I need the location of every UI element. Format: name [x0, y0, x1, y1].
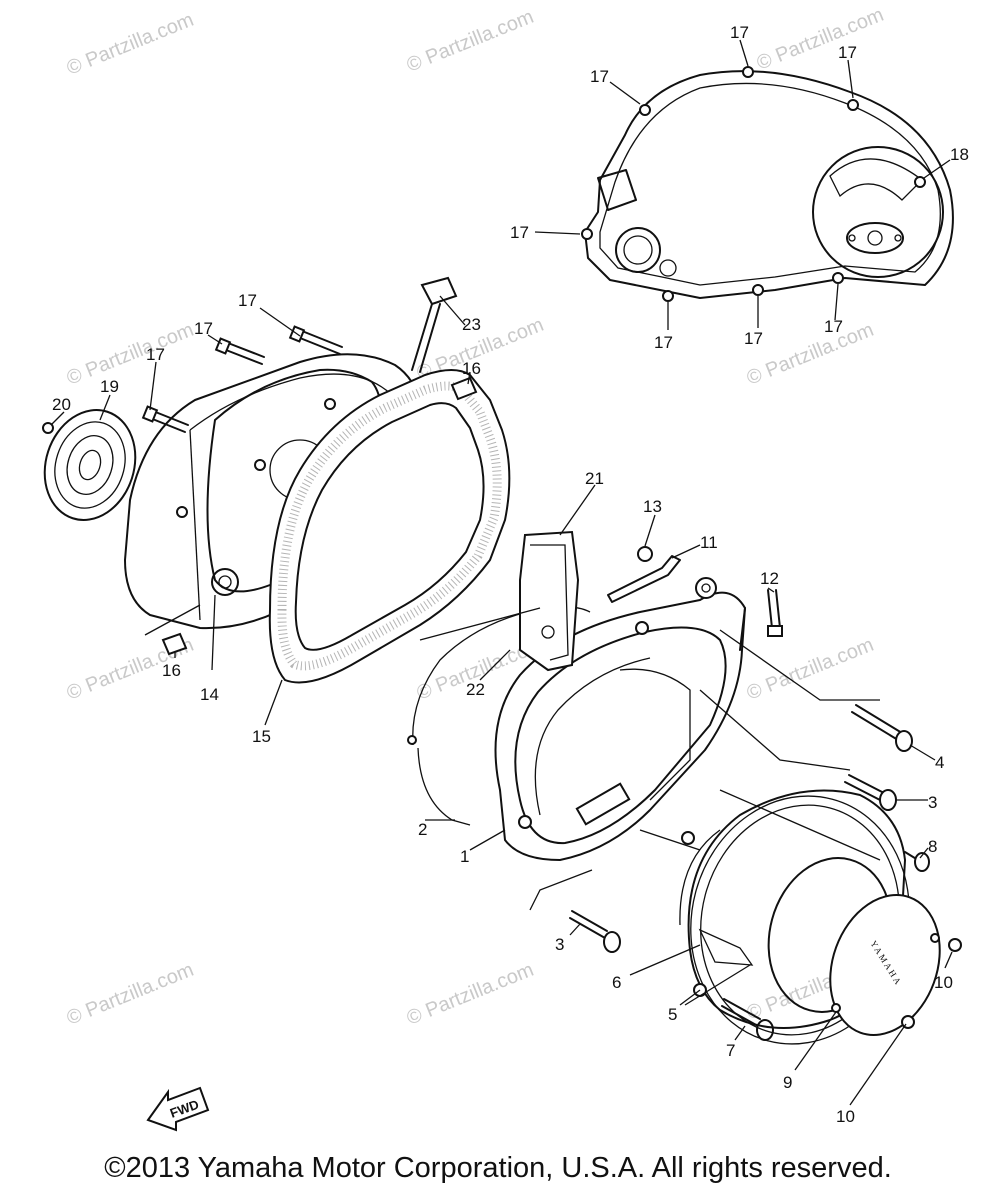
drain-plug-23 — [411, 276, 458, 373]
filler-cap-19 — [43, 409, 137, 521]
fwd-direction-arrow: FWD — [146, 1086, 210, 1132]
callout-7: 7 — [726, 1041, 735, 1060]
copyright-notice: ©2013 Yamaha Motor Corporation, U.S.A. A… — [104, 1152, 892, 1184]
callout-9: 9 — [783, 1073, 792, 1092]
clamp-11-nut-13-bolt-12 — [607, 546, 783, 637]
callout-14: 14 — [200, 685, 219, 704]
callout-16: 16 — [162, 661, 181, 680]
callout-3: 3 — [555, 935, 564, 954]
callout-17: 17 — [590, 67, 609, 86]
callout-17: 17 — [654, 333, 673, 352]
callout-6: 6 — [612, 973, 621, 992]
watermark: © Partzilla.com — [744, 634, 877, 705]
callout-3: 3 — [928, 793, 937, 812]
callout-17: 17 — [838, 43, 857, 62]
callout-17: 17 — [744, 329, 763, 348]
callout-8: 8 — [928, 837, 937, 856]
callout-13: 13 — [643, 497, 662, 516]
callout-17: 17 — [824, 317, 843, 336]
leader-lines — [51, 39, 953, 1106]
callout-1: 1 — [460, 847, 469, 866]
callout-19: 19 — [100, 377, 119, 396]
callout-11: 11 — [700, 533, 718, 552]
assembled-cover-view — [581, 66, 954, 302]
crankcase-cover-1 — [494, 577, 746, 861]
dowel-16 — [161, 376, 478, 656]
callout-17: 17 — [238, 291, 257, 310]
watermark: © Partzilla.com — [64, 959, 197, 1030]
callout-18: 18 — [950, 145, 969, 164]
callout-10: 10 — [836, 1107, 855, 1126]
callout-4: 4 — [935, 753, 944, 772]
callout-23: 23 — [462, 315, 481, 334]
cover-plate-21 — [519, 530, 580, 672]
callout-10: 10 — [934, 973, 953, 992]
callout-15: 15 — [252, 727, 271, 746]
callout-21: 21 — [585, 469, 604, 488]
callout-17: 17 — [510, 223, 529, 242]
bolts-right — [569, 704, 930, 1041]
cover-cap-9: YAMAHA — [829, 894, 962, 1036]
watermark: © Partzilla.com — [754, 4, 887, 75]
callout-22: 22 — [466, 680, 485, 699]
callout-17: 17 — [194, 319, 213, 338]
callout-20: 20 — [52, 395, 71, 414]
callout-2: 2 — [418, 820, 427, 839]
callout-5: 5 — [668, 1005, 677, 1024]
callout-17: 17 — [146, 345, 165, 364]
callout-17: 17 — [730, 23, 749, 42]
gasket-15 — [268, 369, 511, 684]
watermark: © Partzilla.com — [404, 6, 537, 77]
watermark: © Partzilla.com — [64, 319, 197, 390]
callout-16: 16 — [462, 359, 481, 378]
callout-labels: 17 17 17 18 17 17 17 17 23 17 17 16 17 1… — [52, 23, 969, 1126]
watermark: © Partzilla.com — [744, 319, 877, 390]
watermark: © Partzilla.com — [404, 959, 537, 1030]
watermark: © Partzilla.com — [64, 9, 197, 80]
callout-12: 12 — [760, 569, 779, 588]
